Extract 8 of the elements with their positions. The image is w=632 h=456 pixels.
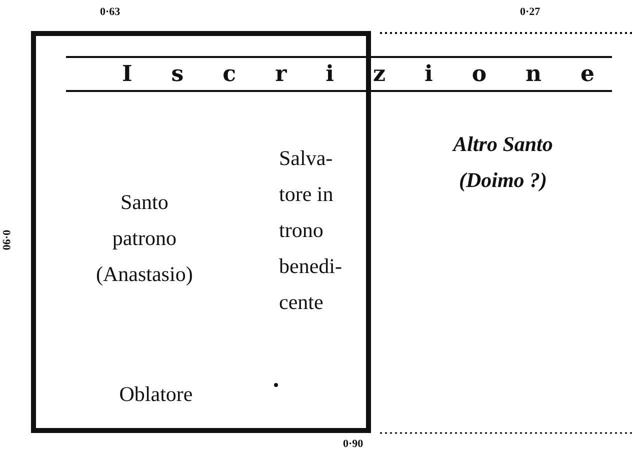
- figure-caption: Oblatore: [118, 381, 194, 408]
- figure-caption: Altro Santo (Doimo ?): [452, 131, 554, 194]
- dimension-label: 0·90: [343, 438, 364, 450]
- dimension-label: 0·63: [100, 6, 120, 18]
- figure-caption: Santo patrono (Anastasio): [96, 189, 193, 288]
- dimension-label: 0·90: [0, 230, 12, 250]
- dimension-label: 0·27: [520, 6, 540, 18]
- figure-caption: Salva- tore in trono benedi- cente: [279, 145, 342, 316]
